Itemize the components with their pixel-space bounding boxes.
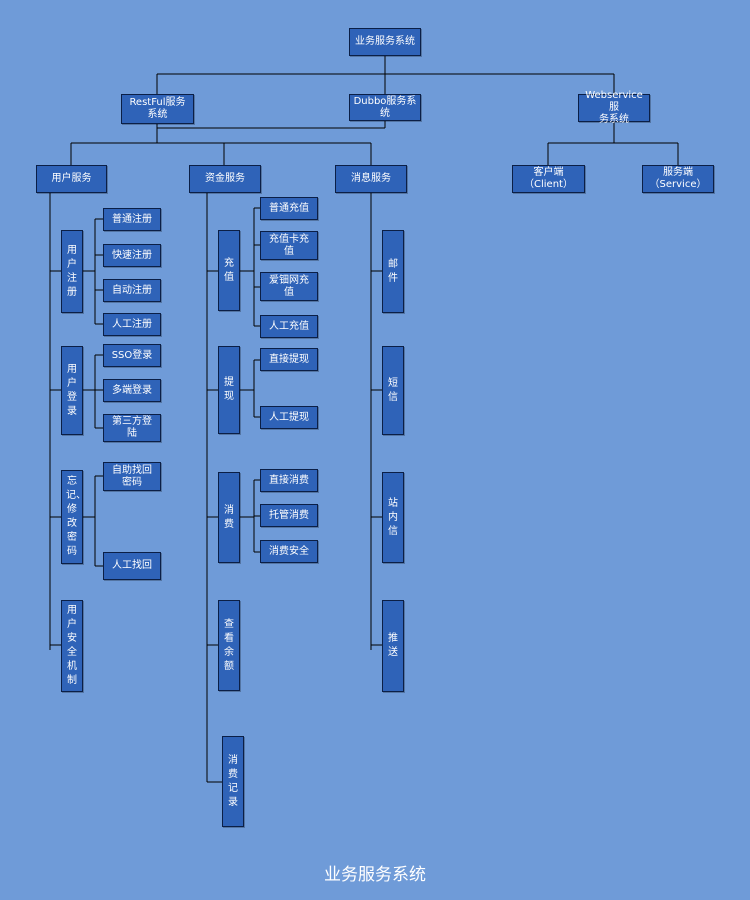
node-user-register-label: 用户注册 [67, 244, 77, 298]
node-user-service: 用户服务 [36, 165, 107, 193]
node-dubbo: Dubbo服务系 统 [349, 94, 421, 121]
node-consume-record-label: 消费记录 [228, 754, 238, 808]
node-login-third: 第三方登 陆 [103, 414, 161, 442]
node-consume: 消费 [218, 472, 240, 563]
node-recharge-label: 充值 [224, 257, 234, 283]
node-service: 服务端 （Service） [642, 165, 714, 193]
node-recharge: 充值 [218, 230, 240, 311]
node-reg-normal: 普通注册 [103, 208, 161, 231]
node-sms: 短信 [382, 346, 404, 435]
node-reg-manual: 人工注册 [103, 313, 161, 336]
node-root: 业务服务系统 [349, 28, 421, 56]
node-fund-service: 资金服务 [189, 165, 261, 193]
node-login-sso: SSO登录 [103, 344, 161, 367]
node-message-service: 消息服务 [335, 165, 407, 193]
node-pwd-self: 自助找回 密码 [103, 462, 161, 491]
node-rc-aiduo: 爱钿网充 值 [260, 272, 318, 301]
node-user-security: 用户安全机制 [61, 600, 83, 692]
node-withdraw-label: 提现 [224, 377, 234, 402]
node-user-security-label: 用户安全机制 [67, 605, 77, 686]
node-restful: RestFul服务 系统 [121, 94, 194, 124]
node-rc-card: 充值卡充 值 [260, 231, 318, 260]
node-reg-auto: 自动注册 [103, 279, 161, 302]
node-user-login: 用户登录 [61, 346, 83, 435]
node-client: 客户端 （Client） [512, 165, 585, 193]
node-reg-fast: 快速注册 [103, 244, 161, 267]
node-balance: 查看余额 [218, 600, 240, 691]
node-sms-label: 短信 [388, 377, 398, 403]
node-pwd: 忘记、修改密码 [61, 470, 86, 564]
node-rc-normal: 普通充值 [260, 197, 318, 220]
node-user-register: 用户注册 [61, 230, 83, 313]
node-wd-manual: 人工提现 [260, 406, 318, 429]
diagram-title: 业务服务系统 [324, 865, 426, 885]
node-webservice: Webservice服 务系统 [578, 90, 650, 125]
node-push: 推送 [382, 600, 404, 692]
node-login-multi: 多端登录 [103, 379, 161, 402]
node-mail: 邮件 [382, 230, 404, 313]
node-rc-manual: 人工充值 [260, 315, 318, 338]
node-withdraw: 提现 [218, 346, 240, 434]
node-inbox-label: 站内信 [388, 497, 398, 537]
node-consume-label: 消费 [224, 504, 234, 530]
node-cs-safe: 消费安全 [260, 540, 318, 563]
node-mail-label: 邮件 [388, 258, 398, 284]
node-consume-record: 消费记录 [222, 736, 244, 827]
node-push-label: 推送 [388, 633, 398, 658]
node-balance-label: 查看余额 [224, 618, 234, 672]
node-wd-direct: 直接提现 [260, 348, 318, 371]
node-cs-trust: 托管消费 [260, 504, 318, 527]
node-pwd-label: 忘记、修改密码 [66, 476, 86, 557]
node-cs-direct: 直接消费 [260, 469, 318, 492]
node-inbox: 站内信 [382, 472, 404, 563]
node-pwd-manual: 人工找回 [103, 552, 161, 580]
node-user-login-label: 用户登录 [67, 363, 77, 417]
